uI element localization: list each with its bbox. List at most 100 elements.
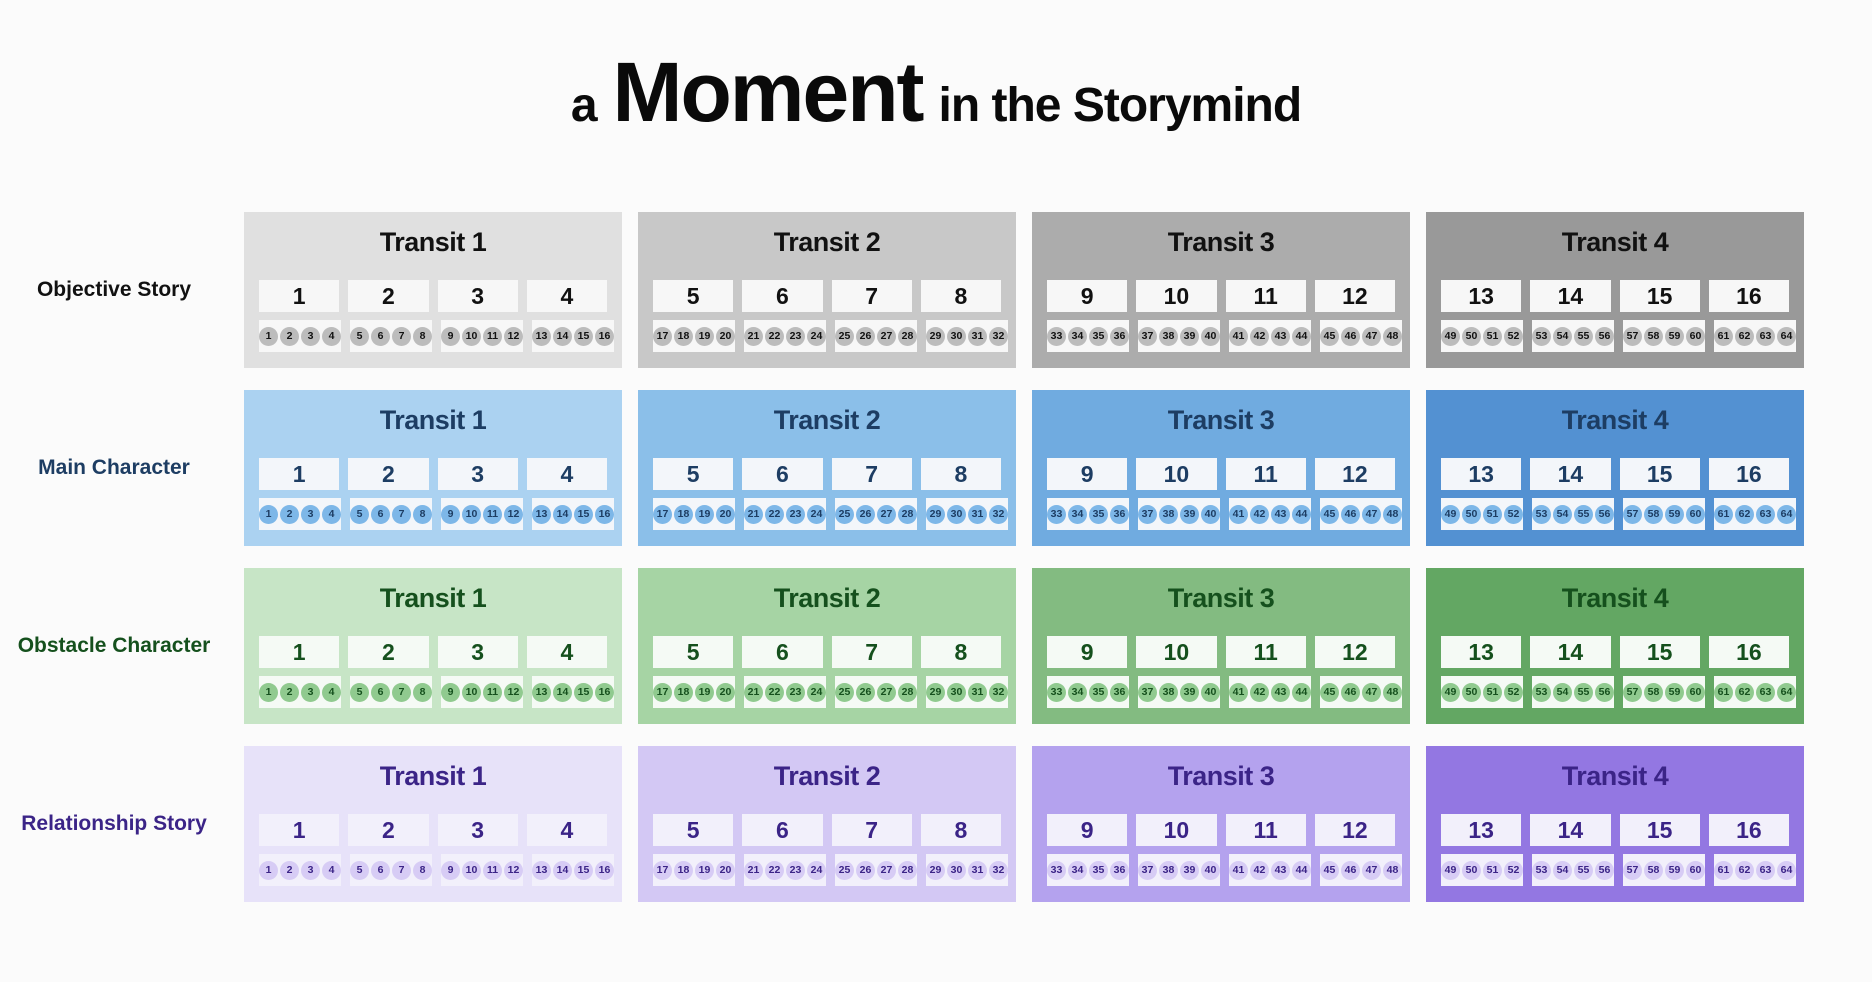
- chip: 45: [1320, 682, 1339, 702]
- chip: 4: [322, 682, 341, 702]
- chip: 60: [1686, 326, 1705, 346]
- chip: 7: [392, 504, 411, 524]
- chip: 31: [968, 682, 987, 702]
- progression-cell: 4: [526, 458, 607, 490]
- chip: 14: [553, 860, 572, 880]
- chip: 64: [1777, 682, 1796, 702]
- chip: 51: [1483, 682, 1502, 702]
- progression-cell: 14: [1530, 636, 1611, 668]
- progression-cell: 14: [1530, 280, 1611, 312]
- chip: 33: [1047, 504, 1066, 524]
- chip: 9: [441, 504, 460, 524]
- chip: 12: [504, 504, 523, 524]
- progression-cell: 11: [1225, 636, 1306, 668]
- progression-cell: 14: [1530, 814, 1611, 846]
- progression-cell: 10: [1136, 636, 1217, 668]
- chip: 23: [786, 504, 805, 524]
- progression-cell: 7: [831, 280, 912, 312]
- chip: 48: [1383, 860, 1402, 880]
- chip: 28: [898, 504, 917, 524]
- transit-header: Transit 1: [379, 761, 487, 791]
- chip: 43: [1271, 682, 1290, 702]
- chip: 26: [856, 682, 875, 702]
- chip: 62: [1735, 682, 1754, 702]
- chip: 46: [1341, 326, 1360, 346]
- chip: 39: [1180, 682, 1199, 702]
- chip: 28: [898, 682, 917, 702]
- chip: 24: [807, 326, 826, 346]
- progression-cell: 6: [742, 280, 823, 312]
- chip: 14: [553, 326, 572, 346]
- chip: 15: [574, 504, 593, 524]
- chip: 64: [1777, 860, 1796, 880]
- chip: 21: [744, 504, 763, 524]
- chip: 38: [1159, 860, 1178, 880]
- chip: 43: [1271, 504, 1290, 524]
- chip: 48: [1383, 682, 1402, 702]
- progression-cell: 12: [1314, 636, 1395, 668]
- chip: 1: [259, 682, 278, 702]
- chip: 18: [674, 860, 693, 880]
- chip: 49: [1441, 504, 1460, 524]
- chip: 15: [574, 860, 593, 880]
- chip: 5: [350, 682, 369, 702]
- transit-header: Transit 4: [1561, 227, 1669, 257]
- progression-cell: 15: [1619, 458, 1700, 490]
- progression-cell: 5: [653, 636, 734, 668]
- chip: 18: [674, 326, 693, 346]
- chip: 3: [301, 860, 320, 880]
- chip: 16: [595, 682, 614, 702]
- chip: 39: [1180, 860, 1199, 880]
- chip: 8: [413, 860, 432, 880]
- chip: 1: [259, 504, 278, 524]
- chip: 54: [1553, 326, 1572, 346]
- progression-cell: 3: [437, 814, 518, 846]
- chip: 57: [1623, 326, 1642, 346]
- transit-header: Transit 1: [379, 583, 487, 613]
- chip: 4: [322, 504, 341, 524]
- chip: 8: [413, 682, 432, 702]
- transit-header: Transit 2: [773, 583, 881, 613]
- chip: 17: [653, 326, 672, 346]
- chip: 36: [1110, 682, 1129, 702]
- transit-header: Transit 3: [1167, 405, 1275, 435]
- chip: 63: [1756, 504, 1775, 524]
- chip: 28: [898, 326, 917, 346]
- chip: 16: [595, 326, 614, 346]
- chip: 53: [1532, 860, 1551, 880]
- chip: 46: [1341, 682, 1360, 702]
- chip: 32: [989, 860, 1008, 880]
- progression-cell: 3: [437, 636, 518, 668]
- chip: 62: [1735, 326, 1754, 346]
- chip: 30: [947, 860, 966, 880]
- chip: 46: [1341, 860, 1360, 880]
- chip: 33: [1047, 860, 1066, 880]
